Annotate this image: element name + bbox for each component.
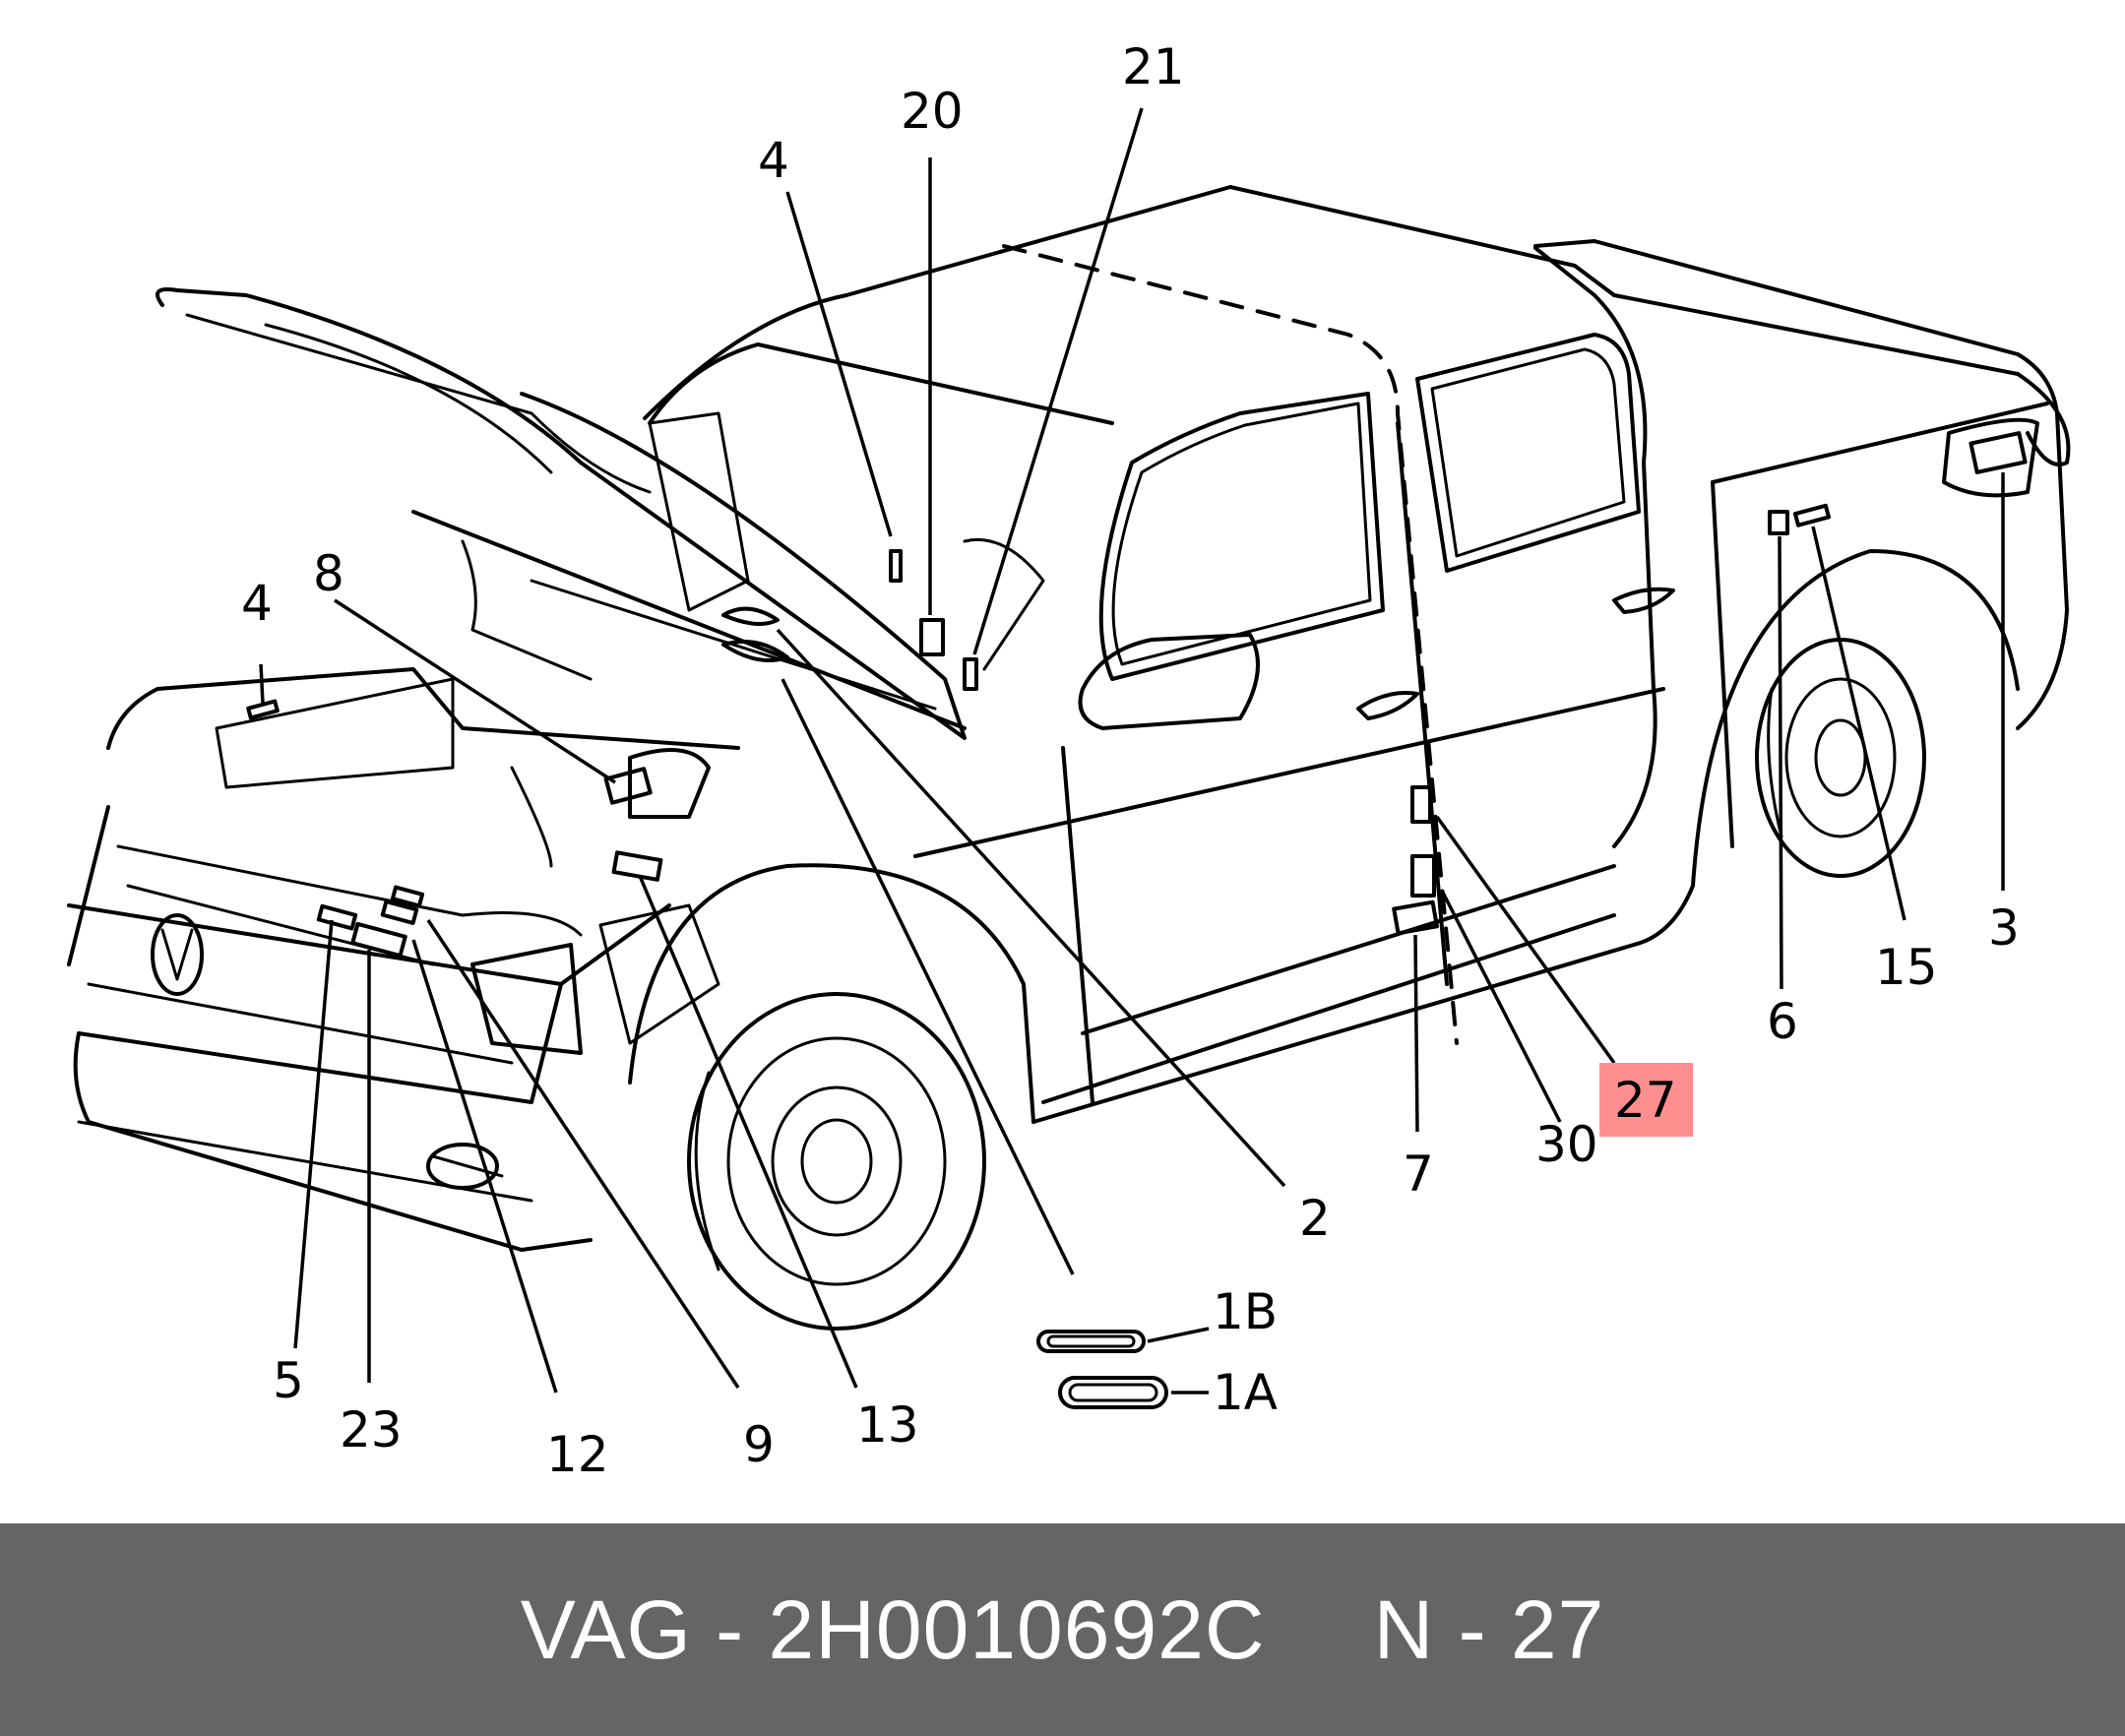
callout-5: 5 — [273, 1352, 304, 1409]
leader-lines — [259, 107, 2005, 1395]
callout-3: 3 — [1988, 899, 2020, 957]
callout-7: 7 — [1403, 1146, 1434, 1203]
callout-9: 9 — [743, 1416, 775, 1473]
parts-diagram: 4 20 21 8 4 2 6 15 3 7 30 27 5 23 12 9 1… — [67, 38, 2071, 1483]
callout-15: 15 — [1875, 939, 1938, 996]
callout-1a: 1A — [1213, 1364, 1278, 1421]
callout-2: 2 — [1299, 1190, 1331, 1247]
callout-4-upper: 4 — [758, 132, 789, 189]
callout-1b: 1B — [1213, 1283, 1278, 1340]
callout-labels: 4 20 21 8 4 2 6 15 3 7 30 27 5 23 12 9 1… — [241, 38, 2020, 1483]
callout-12: 12 — [546, 1426, 609, 1483]
callout-13: 13 — [856, 1396, 919, 1454]
callout-8: 8 — [313, 545, 344, 602]
callout-20: 20 — [901, 83, 964, 140]
part-number-footer: VAG - 2H0010692C N - 27 — [0, 1523, 2125, 1736]
pickup-truck-drawing — [67, 185, 2071, 1409]
callout-6: 6 — [1767, 993, 1798, 1050]
diagram-position-text: N - 27 — [1373, 1582, 1605, 1676]
part-number-text: VAG - 2H0010692C — [520, 1582, 1266, 1676]
callout-4-left: 4 — [241, 575, 273, 632]
callout-21: 21 — [1122, 38, 1185, 95]
callout-27-highlight — [1599, 1063, 1693, 1137]
callout-30: 30 — [1535, 1116, 1598, 1173]
callout-27: 27 — [1614, 1072, 1677, 1129]
callout-23: 23 — [340, 1401, 403, 1458]
